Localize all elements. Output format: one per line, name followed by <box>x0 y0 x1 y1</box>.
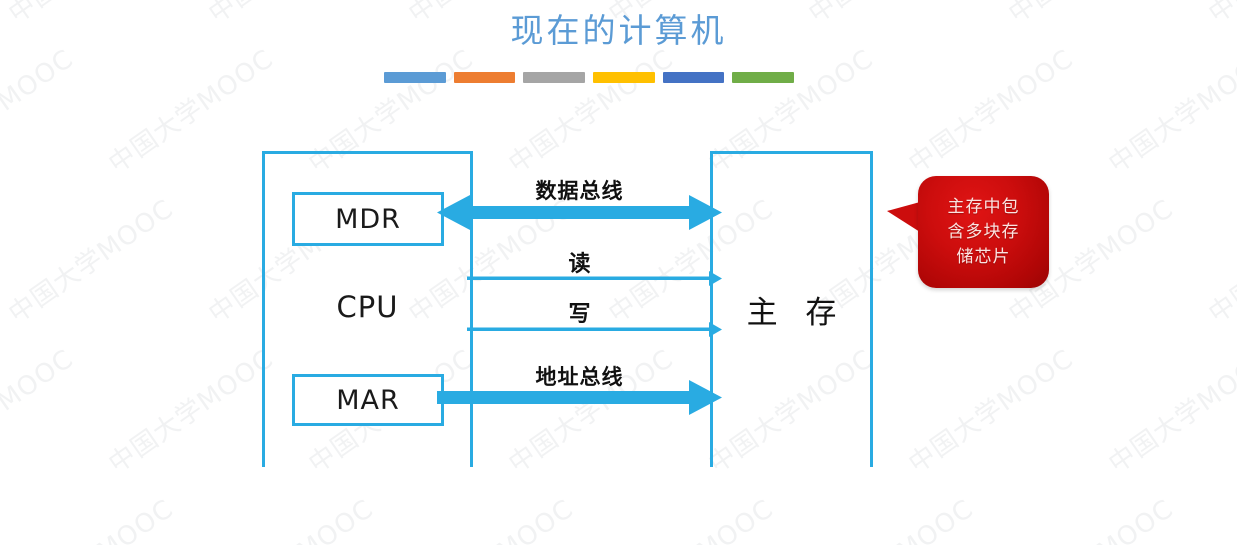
title-bar-decoration <box>384 72 795 83</box>
data-bus-label: 数据总线 <box>535 179 624 203</box>
memory-note-callout: 主存中包 含多块存 储芯片 <box>887 176 1049 288</box>
callout-tail-icon <box>887 202 920 232</box>
mar-register-box: MAR <box>292 374 444 426</box>
bar-dark-blue <box>662 72 725 83</box>
main-memory-boundary-box <box>710 151 873 467</box>
bar-gold <box>593 72 655 83</box>
mdr-label: MDR <box>335 203 401 235</box>
address-bus-label: 地址总线 <box>535 365 624 389</box>
page-title: 现在的计算机 <box>510 11 727 50</box>
main-memory-label: 主 存 <box>746 295 846 331</box>
callout-line: 含多块存 <box>947 221 1020 242</box>
bar-orange <box>453 72 516 83</box>
mar-label: MAR <box>336 384 400 416</box>
bar-light-blue <box>384 72 446 83</box>
mdr-register-box: MDR <box>292 192 444 246</box>
title-block: 现在的计算机 <box>0 10 1237 52</box>
bar-green <box>732 72 795 83</box>
callout-line: 主存中包 <box>947 196 1020 217</box>
callout-line: 储芯片 <box>956 246 1011 267</box>
cpu-label: CPU <box>336 290 399 324</box>
bar-gray <box>523 72 586 83</box>
callout-bubble: 主存中包 含多块存 储芯片 <box>918 176 1049 288</box>
write-signal-label: 写 <box>568 302 591 327</box>
cpu-boundary-box <box>262 151 473 467</box>
read-signal-label: 读 <box>568 252 591 277</box>
